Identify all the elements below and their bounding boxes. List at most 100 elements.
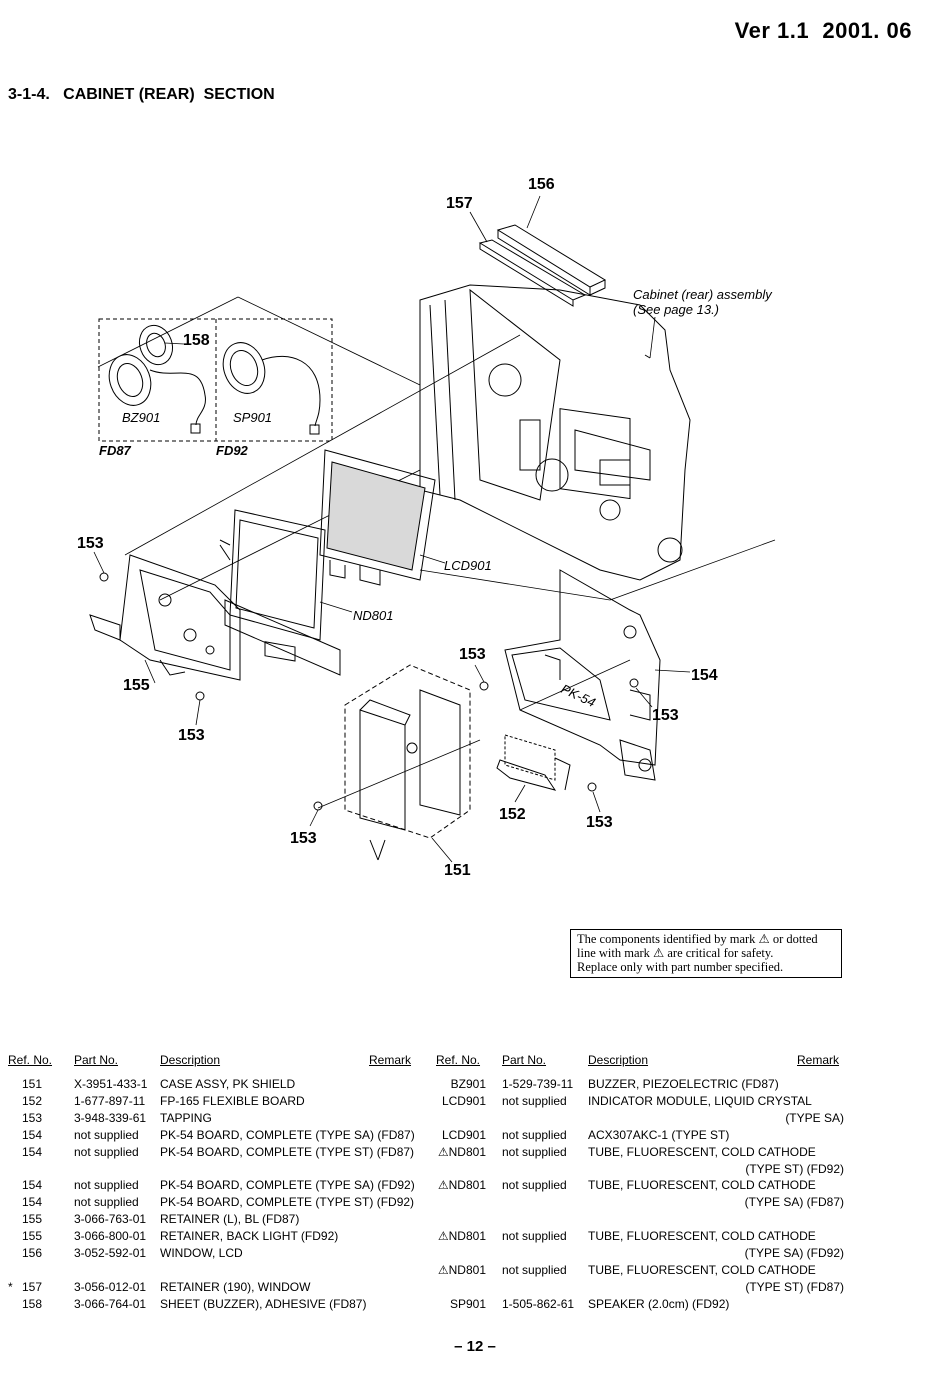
exploded-view-diagram: 156 157 158 153 155 153 153 154 153 152 … [77, 176, 776, 879]
cabinet-page-ref: (See page 13.) [633, 302, 719, 317]
row-description: RETAINER (L), BL (FD87) [160, 1212, 300, 1226]
header-remark: Remark [797, 1053, 840, 1067]
header-description: Description [588, 1053, 649, 1067]
safety-note: The components identified by mark ⚠ or d… [570, 929, 842, 978]
bz901-label: BZ901 [122, 410, 160, 425]
cabinet-rear-assembly [419, 284, 691, 581]
buzzer-part [108, 324, 206, 434]
speaker-part [222, 342, 321, 435]
callout-157: 157 [446, 195, 473, 212]
row-part-no: not supplied [502, 1094, 567, 1108]
header-ref-no: Ref. No. [8, 1053, 53, 1067]
leader-lines [93, 195, 691, 863]
callout-153: 153 [178, 727, 205, 744]
pk54-label: PK-54 [559, 681, 598, 710]
row-description: INDICATOR MODULE, LIQUID CRYSTAL [588, 1094, 812, 1108]
row-description-continued: (TYPE SA) [785, 1111, 844, 1125]
row-part-no: not supplied [502, 1145, 567, 1159]
flexible-board-part [496, 734, 571, 791]
callout-158: 158 [183, 332, 210, 349]
row-ref-no: 155 [21, 1212, 42, 1226]
callout-153: 153 [459, 646, 486, 663]
row-ref-no: BZ901 [450, 1077, 486, 1091]
row-ref-no: 158 [21, 1297, 42, 1311]
row-description: SPEAKER (2.0cm) (FD92) [588, 1297, 730, 1311]
section-title: 3-1-4. CABINET (REAR) SECTION [8, 86, 275, 103]
table-row: 153 3-948-339-61 TAPPING [0, 1111, 420, 1128]
lcd-module-part [319, 449, 436, 586]
callout-154: 154 [691, 667, 718, 684]
safety-note-line: line with mark ⚠ are critical for safety… [577, 946, 774, 960]
row-part-no: 3-052-592-01 [74, 1246, 147, 1260]
row-description: PK-54 BOARD, COMPLETE (TYPE SA) (FD87) [160, 1128, 415, 1142]
row-description: TUBE, FLUORESCENT, COLD CATHODE [588, 1263, 816, 1277]
speaker-buzzer-box [98, 318, 333, 442]
row-ref-no: 153 [21, 1111, 42, 1125]
row-part-no: not supplied [74, 1145, 139, 1159]
row-ref-no: 152 [21, 1094, 42, 1108]
row-part-no: 1-529-739-11 [502, 1077, 574, 1091]
safety-note-line: Replace only with part number specified. [577, 960, 784, 974]
row-description: RETAINER (190), WINDOW [160, 1280, 311, 1294]
table-row: 155 3-066-800-01 RETAINER, BACK LIGHT (FD9… [0, 1229, 420, 1246]
fd92-label: FD92 [216, 443, 249, 458]
parts-table-right: Ref. No. Part No. Description Remark BZ9… [428, 1052, 848, 1322]
row-part-no: not supplied [74, 1128, 139, 1142]
table-row: 158 3-066-764-01 SHEET (BUZZER), ADHESIVE … [0, 1297, 420, 1314]
row-part-no: 3-066-800-01 [74, 1229, 147, 1243]
nd801-label: ND801 [353, 608, 393, 623]
retainer-part [89, 554, 241, 681]
fd87-label: FD87 [99, 443, 132, 458]
callout-151: 151 [444, 862, 471, 879]
row-description: TAPPING [160, 1111, 212, 1125]
table-row: LCD901 not supplied ACX307AKC-1 (TYPE ST) [428, 1128, 848, 1145]
row-description: PK-54 BOARD, COMPLETE (TYPE SA) (FD92) [160, 1178, 415, 1192]
row-part-no: not supplied [74, 1195, 139, 1209]
row-ref-no: ⚠ND801 [437, 1229, 486, 1243]
row-part-no: X-3951-433-1 [74, 1077, 148, 1091]
row-description-continued: (TYPE SA) (FD87) [744, 1195, 844, 1209]
lcd-window-part [496, 224, 607, 296]
row-part-no: 1-505-862-61 [502, 1297, 575, 1311]
page-number: – 12 – [454, 1338, 496, 1355]
row-description: ACX307AKC-1 (TYPE ST) [588, 1128, 730, 1142]
row-description: SHEET (BUZZER), ADHESIVE (FD87) [160, 1297, 367, 1311]
row-part-no: not supplied [502, 1128, 567, 1142]
window-retainer-part [478, 239, 587, 307]
callout-156: 156 [528, 176, 555, 193]
header-ref-no: Ref. No. [436, 1053, 481, 1067]
row-description: CASE ASSY, PK SHIELD [160, 1077, 296, 1091]
cabinet-label: Cabinet (rear) assembly [633, 287, 773, 302]
row-part-no: not supplied [502, 1178, 567, 1192]
table-row: 155 3-066-763-01 RETAINER (L), BL (FD87) [0, 1212, 420, 1229]
backlight-part [219, 509, 341, 676]
version-stamp: Ver 1.1 2001. 06 [734, 18, 912, 43]
case-assy-part [344, 664, 471, 861]
row-description: BUZZER, PIEZOELECTRIC (FD87) [588, 1077, 779, 1091]
table-row: BZ901 1-529-739-11 BUZZER, PIEZOELECTRIC (… [428, 1077, 848, 1094]
row-part-no: 1-677-897-11 [74, 1094, 146, 1108]
row-ref-no: 157 [21, 1280, 42, 1294]
row-description: TUBE, FLUORESCENT, COLD CATHODE [588, 1229, 816, 1243]
row-description-continued: (TYPE ST) (FD92) [745, 1162, 844, 1176]
row-part-no: 3-948-339-61 [74, 1111, 147, 1125]
row-part-no: not supplied [74, 1178, 139, 1192]
pk54-board-part [504, 569, 661, 781]
row-description-continued: (TYPE ST) (FD87) [745, 1280, 844, 1294]
row-description: RETAINER, BACK LIGHT (FD92) [160, 1229, 339, 1243]
row-part-no: 3-066-764-01 [74, 1297, 147, 1311]
callout-153: 153 [652, 707, 679, 724]
row-ref-no: LCD901 [441, 1128, 486, 1142]
row-part-no: 3-066-763-01 [74, 1212, 147, 1226]
row-ref-no: 155 [21, 1229, 42, 1243]
parts-table-left: Ref. No. Part No. Description Remark 151… [0, 1052, 420, 1322]
